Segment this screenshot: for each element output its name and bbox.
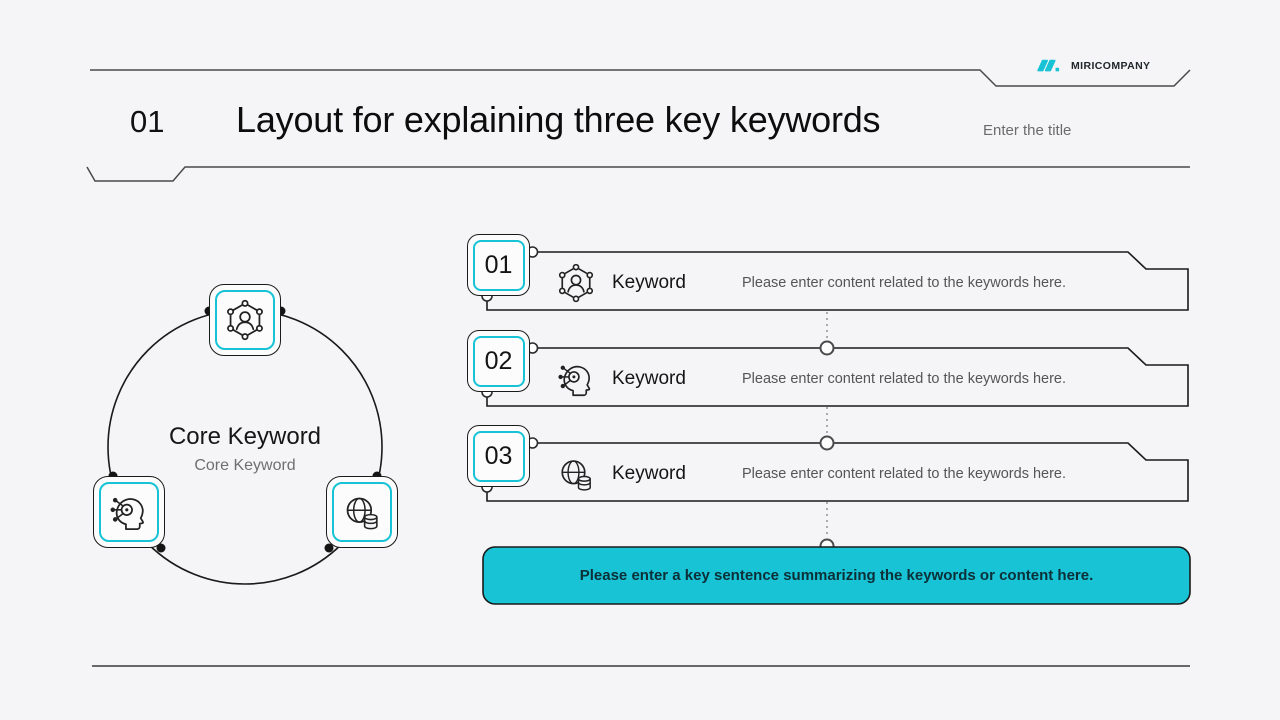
globe-database-icon	[341, 491, 383, 533]
row-outline-3	[486, 442, 1189, 502]
core-keyword-subtitle[interactable]: Core Keyword	[194, 457, 296, 474]
miricompany-logo-icon	[1037, 59, 1060, 72]
brand-name: MIRICOMPANY	[1071, 60, 1151, 72]
row-number-box: 02	[467, 330, 530, 392]
row-keyword-label[interactable]: Keyword	[612, 463, 686, 484]
row-keyword-label[interactable]: Keyword	[612, 368, 686, 389]
circle-dot	[324, 543, 334, 553]
row-description[interactable]: Please enter content related to the keyw…	[742, 371, 1067, 387]
diagram-icon-frame	[215, 290, 275, 350]
title-placeholder[interactable]: Enter the title	[983, 122, 1072, 139]
diagram-icon-box-top	[209, 284, 281, 356]
ai-head-icon	[556, 359, 596, 399]
diagram-icon-box-right	[326, 476, 398, 548]
row-outline-2	[486, 347, 1189, 407]
row-number-box: 01	[467, 234, 530, 296]
row-number-frame: 01	[472, 239, 525, 291]
diagram-icon-frame	[99, 482, 159, 542]
network-people-icon	[556, 263, 596, 303]
header-top-line	[90, 69, 1191, 87]
brand-logo: MIRICOMPANY	[1034, 58, 1150, 74]
timeline-node	[819, 340, 835, 356]
row-keyword-label[interactable]: Keyword	[612, 272, 686, 293]
ai-head-icon	[108, 491, 150, 533]
section-number: 01	[130, 104, 165, 139]
globe-database-icon	[556, 454, 596, 494]
core-keyword-title[interactable]: Core Keyword	[168, 423, 322, 450]
diagram-icon-frame	[332, 482, 392, 542]
page-title: Layout for explaining three key keywords	[236, 99, 881, 140]
row-outline-1	[486, 251, 1189, 311]
row-number: 01	[484, 250, 513, 279]
row-number-box: 03	[467, 425, 530, 487]
network-people-icon	[224, 299, 266, 341]
title-underline	[86, 166, 1190, 182]
timeline-node	[819, 435, 835, 451]
row-number: 02	[484, 346, 513, 375]
circle-dot	[156, 543, 166, 553]
summary-banner	[482, 546, 1191, 605]
summary-banner-text[interactable]: Please enter a key sentence summarizing …	[579, 567, 1094, 584]
row-description[interactable]: Please enter content related to the keyw…	[742, 466, 1067, 482]
row-number-frame: 03	[472, 430, 525, 482]
row-number: 03	[484, 441, 513, 470]
row-number-frame: 02	[472, 335, 525, 387]
core-keyword-block: Core Keyword Core Keyword	[145, 423, 345, 475]
diagram-icon-box-left	[93, 476, 165, 548]
row-description[interactable]: Please enter content related to the keyw…	[742, 275, 1067, 291]
